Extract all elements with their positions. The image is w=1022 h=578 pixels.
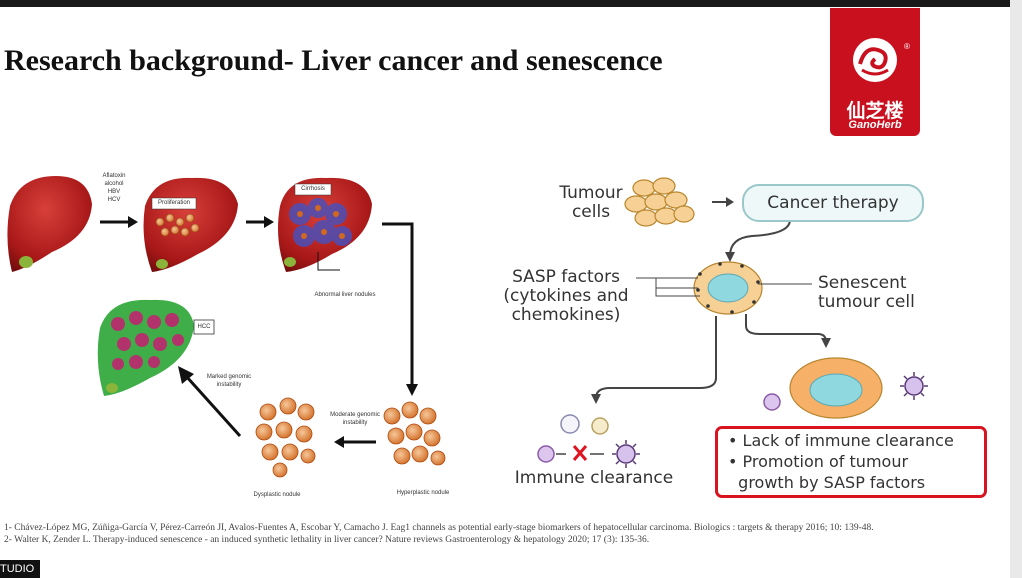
label-moderate-instability-1: Moderate genomic — [330, 412, 380, 418]
arrow-to-growth — [745, 314, 831, 348]
label-abnormal-nodules: Abnormal liver nodules — [314, 292, 376, 298]
label-cells: cells — [571, 202, 611, 222]
arrow-to-immune-clearance — [591, 316, 717, 404]
arrow-1 — [100, 216, 138, 228]
label-marked-instability-1: Marked genomic — [206, 374, 252, 380]
arrow-to-senescent — [725, 219, 791, 262]
spiky-immune-cell-icon — [900, 372, 928, 400]
hcc-liver — [97, 299, 215, 396]
label-dysplastic: Dysplastic nodule — [253, 492, 301, 498]
label-moderate-instability-2: instability — [342, 420, 368, 426]
arrow-4 — [334, 436, 376, 448]
hyperplastic-nodule-cluster — [383, 401, 446, 466]
label-cytokines: (cytokines and — [503, 286, 629, 306]
studio-watermark: TUDIO — [0, 560, 40, 578]
references: 1- Chávez-López MG, Zúñiga-García V, Pér… — [4, 522, 1008, 546]
reference-1: 1- Chávez-López MG, Zúñiga-García V, Pér… — [4, 523, 874, 533]
immune-cell-icon — [763, 393, 781, 411]
immune-clearance-cells — [537, 414, 640, 468]
outcomes-box: • Lack of immune clearance • Promotion o… — [715, 426, 987, 498]
risk-factor-aflatoxin: Aflatoxin — [102, 173, 126, 179]
cirrhosis-liver — [278, 177, 372, 272]
logo-emblem-icon — [853, 38, 897, 82]
right-scroll-edge — [1010, 0, 1022, 578]
label-senescent: Senescent — [818, 273, 907, 293]
arrow-2 — [246, 216, 274, 228]
label-sasp-factors: SASP factors — [512, 267, 620, 287]
label-hcc: HCC — [197, 324, 211, 330]
risk-factor-hbv: HBV — [107, 189, 121, 195]
registered-mark: ® — [904, 42, 910, 51]
logo-english-text: GanoHerb — [848, 119, 902, 131]
dysplastic-nodule-cluster — [255, 397, 316, 478]
senescent-tumour-cell-cluster — [693, 261, 763, 315]
outcome-growth-sasp: growth by SASP factors — [728, 473, 926, 492]
sasp-pointer-lines — [636, 277, 812, 297]
arrow-to-therapy — [712, 197, 734, 207]
ganoherb-logo: ® 仙芝楼 GanoHerb — [830, 8, 920, 136]
outcome-lack-immune-clearance: • Lack of immune clearance — [728, 431, 954, 450]
top-bar — [0, 0, 1022, 7]
risk-factor-hcv: HCV — [107, 197, 121, 203]
slide-title: Research background- Liver cancer and se… — [4, 44, 663, 77]
label-marked-instability-2: instability — [216, 382, 242, 388]
label-immune-clearance: Immune clearance — [514, 468, 674, 488]
proliferation-liver — [143, 177, 238, 272]
outcome-promotion: • Promotion of tumour — [728, 452, 909, 471]
healthy-liver — [7, 176, 92, 272]
label-cirrhosis: Cirrhosis — [301, 186, 325, 192]
logo-chinese-text: 仙芝楼 — [846, 100, 904, 122]
arrow-3 — [382, 222, 418, 396]
reference-2: 2- Walter K, Zender L. Therapy-induced s… — [4, 535, 650, 545]
risk-factor-alcohol: alcohol — [104, 181, 124, 187]
cancer-therapy-box: Cancer therapy — [742, 184, 924, 222]
tumour-cells-cluster — [624, 177, 695, 227]
label-hyperplastic: Hyperplastic nodule — [396, 490, 450, 496]
label-tumour-cell: tumour cell — [818, 292, 915, 312]
label-tumour: Tumour — [559, 183, 623, 203]
label-proliferation: Proliferation — [157, 200, 190, 206]
arrow-5 — [178, 366, 242, 438]
senescent-growth-cluster — [789, 357, 883, 419]
label-chemokines: chemokines) — [511, 305, 621, 325]
